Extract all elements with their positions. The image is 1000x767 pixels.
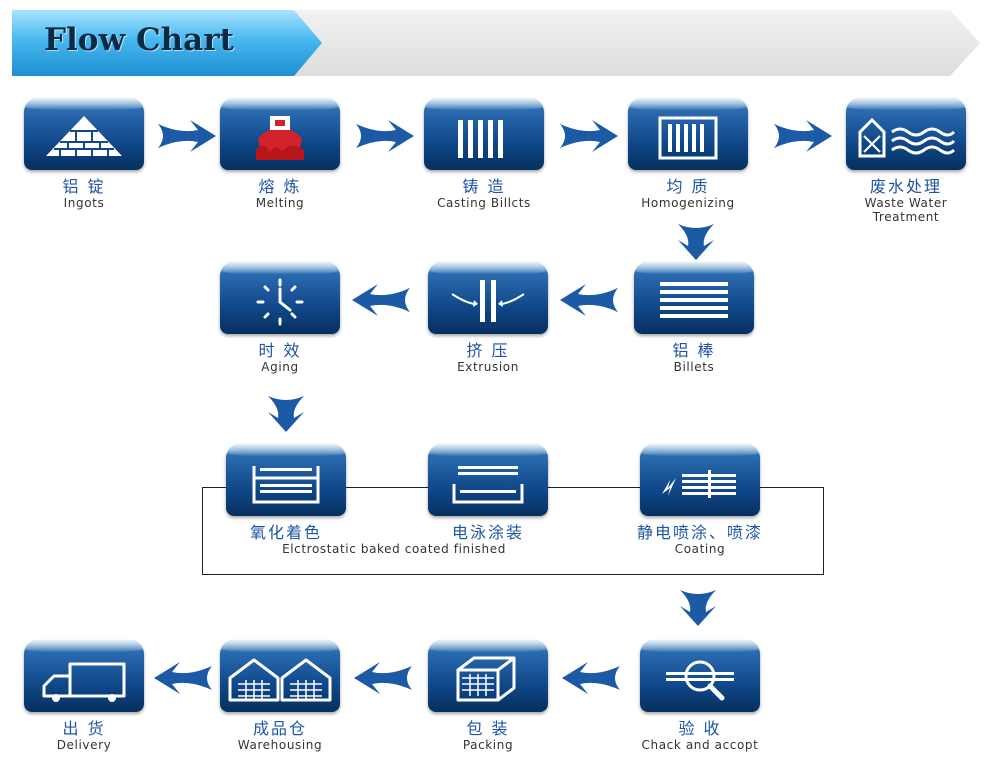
step-oxidation-tile <box>226 444 346 516</box>
step-delivery-en: Delivery <box>56 738 112 752</box>
flow-arrow-right-icon <box>770 118 834 154</box>
step-homogenizing-cn: 均 质 <box>666 177 710 196</box>
title-tab <box>12 10 322 76</box>
waste-water-icon <box>858 117 956 158</box>
step-casting-tile <box>424 98 544 170</box>
step-electrophoresis-cn: 电泳涂装 <box>451 523 524 542</box>
step-billets-label: 铝 棒 Billets <box>634 341 754 375</box>
delivery-truck-icon <box>42 662 126 702</box>
step-warehousing-tile <box>220 640 340 712</box>
casting-bars-icon <box>458 120 503 158</box>
electrophoresis-tank-icon <box>452 466 524 504</box>
flow-arrow-down-icon <box>676 588 720 628</box>
step-casting-label: 铸 造 Casting Billcts <box>404 177 564 211</box>
step-extrusion-tile <box>428 262 548 334</box>
step-ingots-label: 铝 锭 Ingots <box>24 177 144 211</box>
package-box-icon <box>456 656 516 702</box>
step-check-en: Chack and accopt <box>641 738 759 752</box>
billets-icon <box>660 282 728 318</box>
magnifier-check-icon <box>666 660 734 701</box>
step-melting-tile <box>220 98 340 170</box>
melting-furnace-icon <box>256 116 304 160</box>
flow-arrow-right-icon <box>556 118 620 154</box>
step-aging-tile <box>220 262 340 334</box>
flow-arrow-down-icon <box>674 222 718 262</box>
step-homogenizing-label: 均 质 Homogenizing <box>608 177 768 211</box>
extrusion-icon <box>451 280 525 322</box>
step-melting-cn: 熔 炼 <box>258 177 302 196</box>
step-coating-tile <box>640 444 760 516</box>
flow-arrow-left-icon <box>352 660 416 696</box>
step-extrusion-label: 挤 压 Extrusion <box>428 341 548 375</box>
step-coating-cn: 静电喷涂、喷漆 <box>636 523 763 542</box>
step-electrophoresis-en-label: Elctrostatic baked coated finished <box>234 542 554 556</box>
warehouse-icon <box>228 658 332 702</box>
step-packing-label: 包 装 Packing <box>428 719 548 753</box>
header-banner <box>290 10 980 76</box>
step-waste-water-cn: 废水处理 <box>869 177 942 196</box>
aging-clock-icon <box>256 278 304 326</box>
step-delivery-cn: 出 货 <box>62 719 106 738</box>
step-warehousing-en: Warehousing <box>237 738 323 752</box>
step-delivery-tile <box>24 640 144 712</box>
step-billets-en: Billets <box>673 360 715 374</box>
step-warehousing-cn: 成品仓 <box>252 719 307 738</box>
step-ingots-en: Ingots <box>63 196 105 210</box>
step-homogenizing-en: Homogenizing <box>641 196 735 210</box>
flow-arrow-left-icon <box>558 282 622 318</box>
step-billets-tile <box>634 262 754 334</box>
step-coating-en: Coating <box>674 542 726 556</box>
step-packing-en: Packing <box>462 738 514 752</box>
step-packing-cn: 包 装 <box>466 719 510 738</box>
step-aging-label: 时 效 Aging <box>220 341 340 375</box>
flow-arrow-left-icon <box>560 660 624 696</box>
oxidation-rack-icon <box>252 466 320 504</box>
flow-arrow-down-icon <box>264 394 308 434</box>
step-casting-cn: 铸 造 <box>462 177 506 196</box>
step-check-tile <box>640 640 760 712</box>
step-melting-label: 熔 炼 Melting <box>220 177 340 211</box>
flow-arrow-right-icon <box>352 118 416 154</box>
flow-arrow-left-icon <box>152 660 216 696</box>
step-oxidation-cn: 氧化着色 <box>249 523 322 542</box>
step-ingots-cn: 铝 锭 <box>62 177 106 196</box>
step-check-label: 验 收 Chack and accopt <box>610 719 790 753</box>
step-packing-tile <box>428 640 548 712</box>
step-aging-en: Aging <box>261 360 299 374</box>
step-electrophoresis-en: Elctrostatic baked coated finished <box>282 542 506 556</box>
step-electrophoresis-tile <box>428 444 548 516</box>
step-electrophoresis-label: 电泳涂装 <box>428 524 548 542</box>
step-casting-en: Casting Billcts <box>437 196 531 210</box>
step-billets-cn: 铝 棒 <box>672 341 716 360</box>
ingot-stack-icon <box>46 116 122 156</box>
step-oxidation-label: 氧化着色 <box>226 524 346 542</box>
step-warehousing-label: 成品仓 Warehousing <box>210 719 350 753</box>
step-aging-cn: 时 效 <box>258 341 302 360</box>
step-ingots-tile <box>24 98 144 170</box>
step-waste-water-en-2: Treatment <box>872 210 940 224</box>
step-coating-label: 静电喷涂、喷漆 Coating <box>600 523 800 557</box>
step-melting-en: Melting <box>255 196 305 210</box>
page-title: Flow Chart <box>44 22 234 58</box>
step-check-cn: 验 收 <box>678 719 722 738</box>
step-waste-water-label: 废水处理 Waste Water Treatment <box>836 177 976 225</box>
step-extrusion-en: Extrusion <box>457 360 519 374</box>
flow-arrow-left-icon <box>350 282 414 318</box>
step-homogenizing-tile <box>628 98 748 170</box>
homogenizing-bars-icon <box>658 116 718 160</box>
step-extrusion-cn: 挤 压 <box>466 341 510 360</box>
step-waste-water-en-1: Waste Water <box>864 196 948 210</box>
spray-coating-icon <box>662 470 736 498</box>
flow-arrow-right-icon <box>154 118 218 154</box>
step-delivery-label: 出 货 Delivery <box>24 719 144 753</box>
step-waste-water-tile <box>846 98 966 170</box>
